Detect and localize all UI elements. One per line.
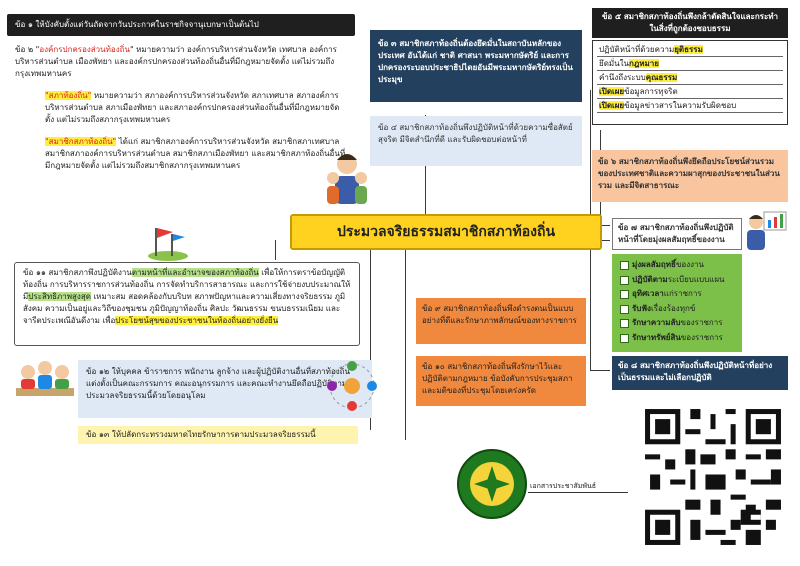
page-title: ประมวลจริยธรรมสมาชิกสภาท้องถิ่น bbox=[336, 224, 556, 240]
item-6-box: ข้อ ๖ สมาชิกสภาท้องถิ่นพึงยึดถือประโยชน์… bbox=[592, 150, 788, 202]
text-highlight: ประสิทธิภาพสูงสุด bbox=[28, 292, 91, 301]
list-item: เปิดเผยข้อมูลข่าวสารในความรับผิดชอบ bbox=[597, 99, 783, 113]
item-4-text: ข้อ ๔ สมาชิกสภาท้องถิ่นพึงปฏิบัติหน้าที่… bbox=[378, 123, 573, 144]
item-12-text: ข้อ ๑๒ ให้บุคคล ข้าราชการ พนักงาน ลูกจ้า… bbox=[86, 367, 350, 400]
network-people-icon bbox=[327, 361, 377, 411]
meeting-people-icon bbox=[16, 361, 74, 396]
definition-council: "สภาท้องถิ่น" หมายความว่า สภาองค์การบริห… bbox=[45, 91, 340, 124]
item-5-list: ปฏิบัติหน้าที่ด้วยความยุติธรรม ยึดมั่นใน… bbox=[592, 40, 788, 125]
connector bbox=[590, 90, 591, 220]
item-7-text: ข้อ ๗ สมาชิกสภาท้องถิ่นพึงปฏิบัติหน้าที่… bbox=[618, 223, 734, 244]
item-2-text: ข้อ ๒ "องค์กรปกครองส่วนท้องถิ่น" หมายควา… bbox=[15, 45, 337, 78]
item-8-text: ข้อ ๘ สมาชิกสภาท้องถิ่นพึงปฏิบัติหน้าที่… bbox=[618, 361, 773, 382]
list-item: คำนึงถึงระบบคุณธรรม bbox=[597, 71, 783, 85]
item-3-text: ข้อ ๓ สมาชิกสภาท้องถิ่นต้องยึดมั่นในสถาบ… bbox=[378, 39, 573, 84]
connector bbox=[275, 240, 276, 260]
item-7-header: ข้อ ๗ สมาชิกสภาท้องถิ่นพึงปฏิบัติหน้าที่… bbox=[612, 218, 742, 250]
item-8-box: ข้อ ๘ สมาชิกสภาท้องถิ่นพึงปฏิบัติหน้าที่… bbox=[612, 356, 788, 390]
item-10-box: ข้อ ๑๐ สมาชิกสภาท้องถิ่นพึงรักษาไว้และปฏ… bbox=[416, 356, 586, 406]
presenter-icon bbox=[747, 211, 787, 250]
list-item: ปฏิบัติตามระเบียบแบบแผน bbox=[614, 273, 740, 288]
term-highlight: "สภาท้องถิ่น" bbox=[45, 91, 92, 100]
item-7-list: มุ่งผลสัมฤทธิ์ของงาน ปฏิบัติตามระเบียบแบ… bbox=[612, 254, 742, 352]
item-6-text: ข้อ ๖ สมาชิกสภาท้องถิ่นพึงยึดถือประโยชน์… bbox=[598, 157, 780, 190]
list-item: ปฏิบัติหน้าที่ด้วยความยุติธรรม bbox=[597, 43, 783, 57]
connector bbox=[590, 370, 610, 371]
item-9-text: ข้อ ๙ สมาชิกสภาท้องถิ่นพึงดำรงตนเป็นแบบอ… bbox=[422, 304, 577, 325]
item-1-text: ข้อ ๑ ให้บังคับตั้งแต่วันถัดจากวันประกาศ… bbox=[15, 20, 259, 29]
item-11-box: ข้อ ๑๑ สมาชิกสภาพึงปฏิบัติงานตามหน้าที่แ… bbox=[14, 262, 360, 346]
people-group-icon bbox=[327, 154, 367, 204]
organization-logo bbox=[457, 449, 527, 519]
connector bbox=[370, 240, 371, 430]
connector bbox=[405, 240, 406, 440]
page-title-box: ประมวลจริยธรรมสมาชิกสภาท้องถิ่น bbox=[290, 214, 602, 250]
item-5-text: ข้อ ๕ สมาชิกสภาท้องถิ่นพึงกล้าตัดสินใจแล… bbox=[601, 12, 779, 33]
item-4-box: ข้อ ๔ สมาชิกสภาท้องถิ่นพึงปฏิบัติหน้าที่… bbox=[370, 116, 582, 166]
item-9-box: ข้อ ๙ สมาชิกสภาท้องถิ่นพึงดำรงตนเป็นแบบอ… bbox=[416, 298, 586, 344]
qr-code[interactable] bbox=[640, 404, 786, 550]
connector bbox=[590, 240, 591, 370]
list-item: มุ่งผลสัมฤทธิ์ของงาน bbox=[614, 258, 740, 273]
list-item: อุทิศเวลาแก่ราชการ bbox=[614, 287, 740, 302]
connector bbox=[600, 240, 610, 241]
list-item: รับฟังเรื่องร้องทุกข์ bbox=[614, 302, 740, 317]
item-1-box: ข้อ ๑ ให้บังคับตั้งแต่วันถัดจากวันประกาศ… bbox=[7, 14, 355, 36]
term-highlight: องค์กรปกครองส่วนท้องถิ่น bbox=[39, 45, 130, 54]
item-13-text: ข้อ ๑๓ ให้ปลัดกระทรวงมหาดไทยรักษาการตามป… bbox=[86, 430, 316, 439]
list-item: ยึดมั่นในกฎหมาย bbox=[597, 57, 783, 71]
definition-member: "สมาชิกสภาท้องถิ่น" ได้แก่ สมาชิกสภาองค์… bbox=[45, 137, 346, 170]
text-highlight: ตามหน้าที่และอำนาจของสภาท้องถิ่น bbox=[131, 268, 259, 277]
item-3-box: ข้อ ๓ สมาชิกสภาท้องถิ่นต้องยึดมั่นในสถาบ… bbox=[370, 30, 582, 102]
item-12-box: ข้อ ๑๒ ให้บุคคล ข้าราชการ พนักงาน ลูกจ้า… bbox=[78, 360, 372, 418]
list-item: รักษาทรัพย์สินของราชการ bbox=[614, 331, 740, 346]
list-item: รักษาความลับของราชการ bbox=[614, 316, 740, 331]
flags-icon bbox=[148, 228, 188, 261]
term-highlight: "สมาชิกสภาท้องถิ่น" bbox=[45, 137, 117, 146]
list-item: เปิดเผยข้อมูลการทุจริต bbox=[597, 85, 783, 99]
item-13-box: ข้อ ๑๓ ให้ปลัดกระทรวงมหาดไทยรักษาการตามป… bbox=[78, 426, 358, 444]
text-highlight: ประโยชน์สุขของประชาชนในท้องถิ่นอย่างยั่ง… bbox=[115, 316, 279, 325]
qr-label-row: เอกสารประชาสัมพันธ์ bbox=[528, 480, 628, 494]
item-2-box: ข้อ ๒ "องค์กรปกครองส่วนท้องถิ่น" หมายควา… bbox=[7, 40, 355, 208]
item-5-header: ข้อ ๕ สมาชิกสภาท้องถิ่นพึงกล้าตัดสินใจแล… bbox=[592, 8, 788, 38]
item-10-text: ข้อ ๑๐ สมาชิกสภาท้องถิ่นพึงรักษาไว้และปฏ… bbox=[422, 362, 573, 395]
qr-label: เอกสารประชาสัมพันธ์ bbox=[528, 480, 628, 493]
